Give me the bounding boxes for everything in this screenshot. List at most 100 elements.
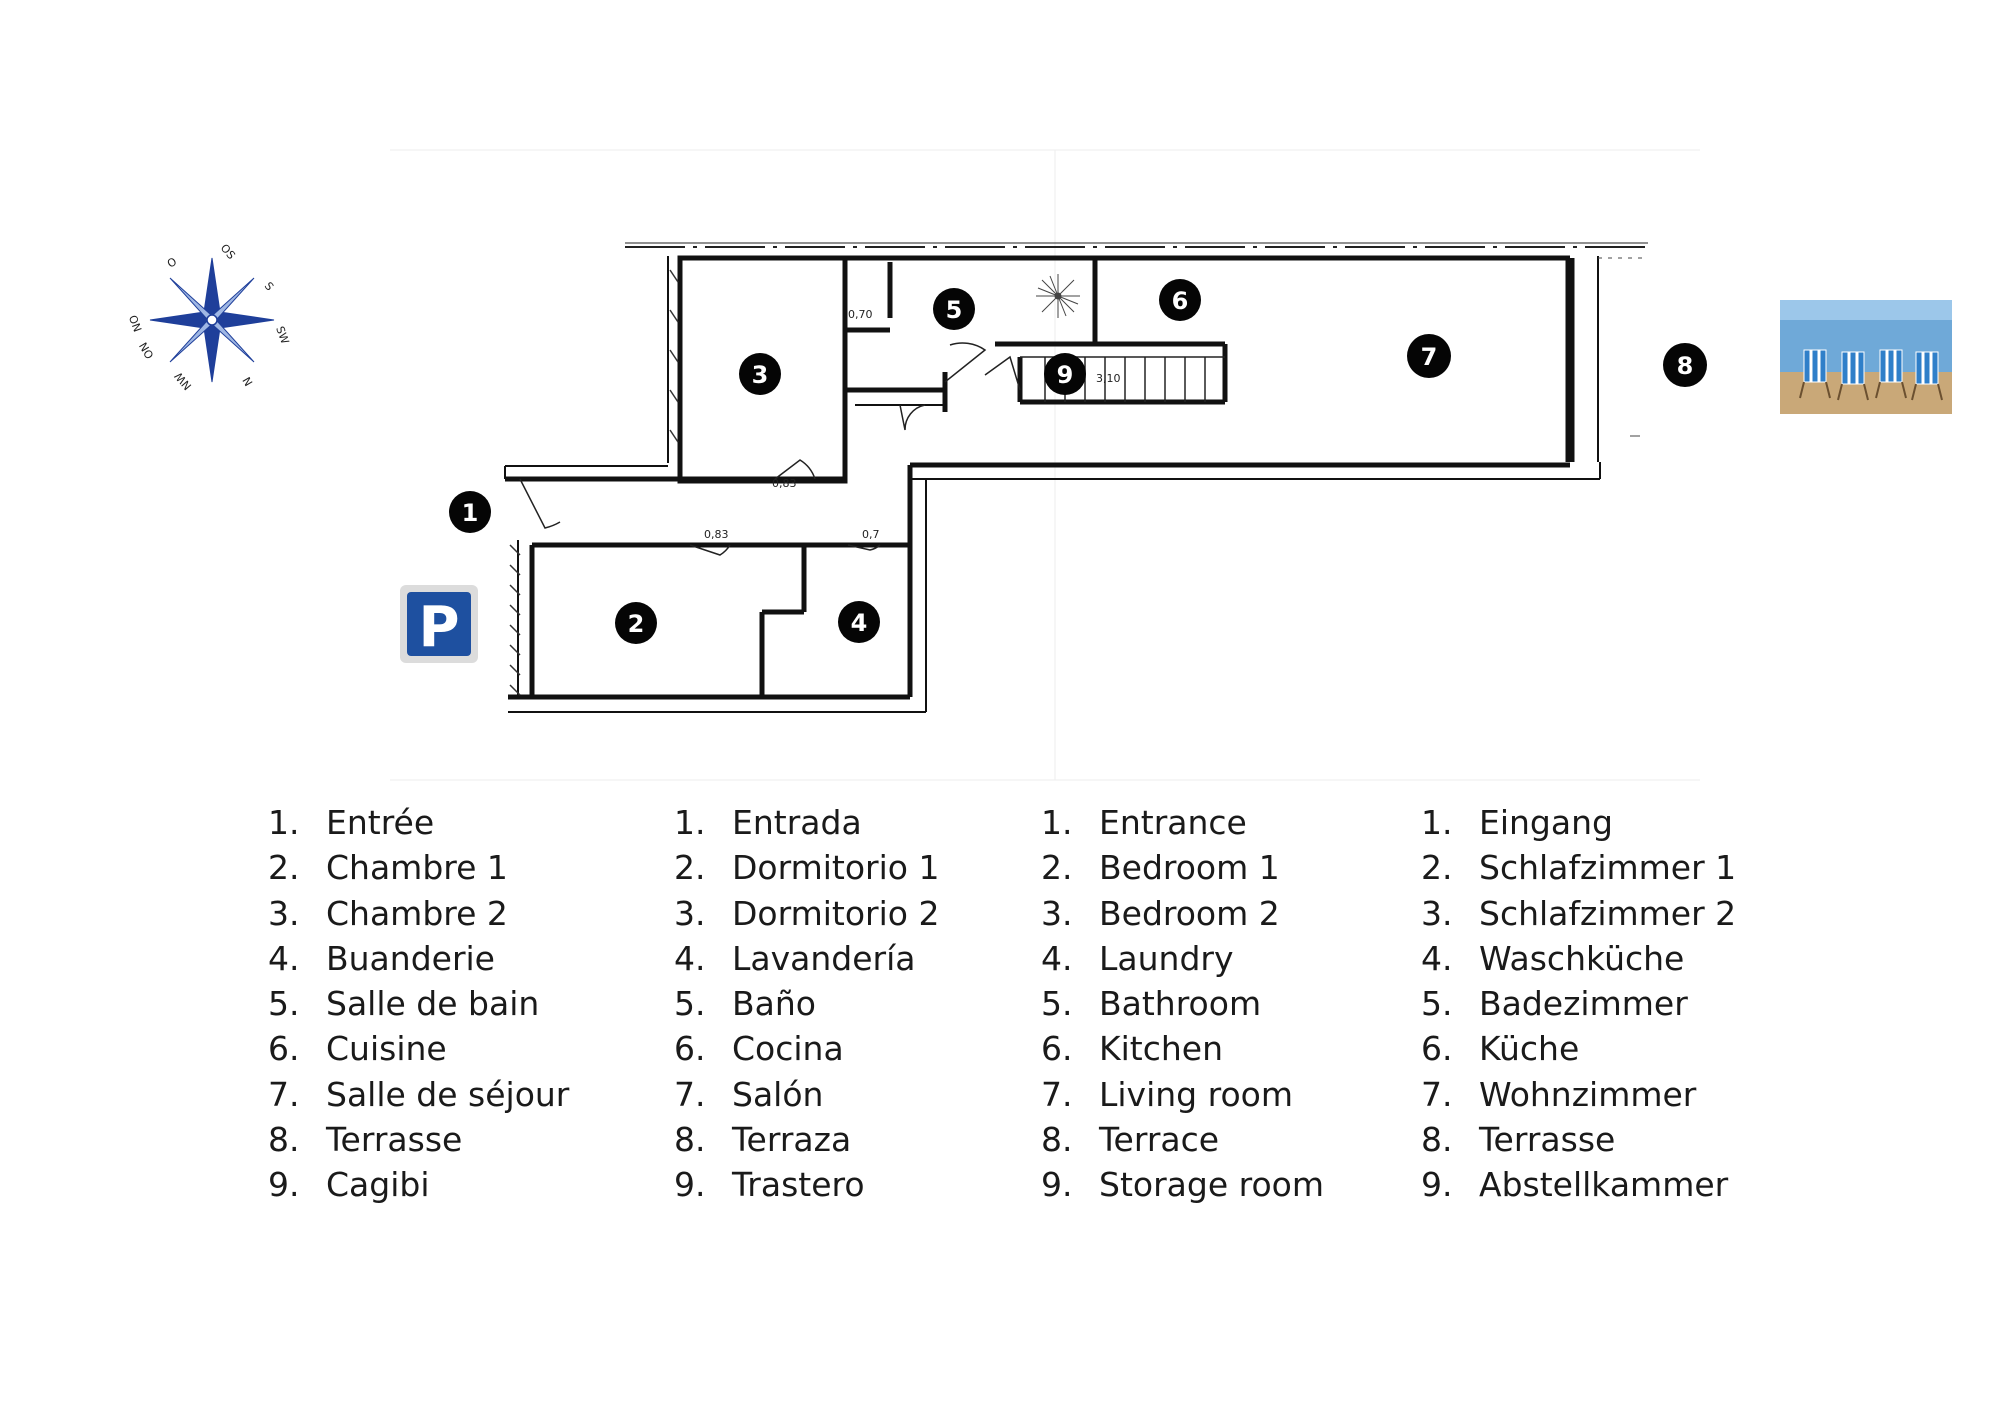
legend-item-number: 7. bbox=[674, 1074, 706, 1114]
legend-item: 7. Salle de séjour bbox=[268, 1072, 569, 1117]
legend-item-number: 3. bbox=[268, 893, 300, 933]
legend-item: 4. Lavandería bbox=[674, 936, 939, 981]
legend-item-label: Cocina bbox=[732, 1029, 844, 1069]
legend-item: 2.Schlafzimmer 1 bbox=[1421, 845, 1736, 890]
svg-text:5: 5 bbox=[946, 296, 963, 324]
legend-item: 1.Entrance bbox=[1041, 800, 1324, 845]
legend-item: 9.Abstellkammer bbox=[1421, 1162, 1736, 1207]
dimension-label: 0,83 bbox=[772, 477, 797, 490]
legend-item-label: Terrasse bbox=[1479, 1120, 1616, 1160]
legend-item: 5.Bathroom bbox=[1041, 981, 1324, 1026]
compass-label: O bbox=[165, 255, 179, 271]
legend-item-number: 8. bbox=[1421, 1120, 1453, 1160]
svg-text:8: 8 bbox=[1677, 352, 1694, 380]
room-marker-6: 6 bbox=[1159, 279, 1201, 321]
compass-label: SW bbox=[273, 325, 291, 346]
legend-item-label: Buanderie bbox=[326, 938, 495, 978]
legend-item-label: Laundry bbox=[1099, 938, 1234, 978]
legend-item-label: Chambre 1 bbox=[326, 848, 508, 888]
legend-item-label: Schlafzimmer 1 bbox=[1479, 848, 1737, 888]
svg-text:9: 9 bbox=[1057, 361, 1074, 389]
legend-item-label: Terrace bbox=[1099, 1120, 1220, 1160]
legend-item: 9.Cagibi bbox=[268, 1162, 569, 1207]
svg-text:2: 2 bbox=[628, 610, 645, 638]
svg-text:7: 7 bbox=[1421, 343, 1438, 371]
legend-item-number: 4. bbox=[674, 938, 706, 978]
legend-item: 6.Cuisine bbox=[268, 1026, 569, 1071]
legend-item-label: Lavandería bbox=[732, 938, 916, 978]
compass-label: N bbox=[239, 375, 254, 389]
legend-item-label: Waschküche bbox=[1479, 938, 1685, 978]
legend-item-number: 6. bbox=[674, 1029, 706, 1069]
legend-item-number: 3. bbox=[1041, 893, 1073, 933]
room-marker-4: 4 bbox=[838, 601, 880, 643]
legend-item: 3.Dormitorio 2 bbox=[674, 891, 939, 936]
room-marker-1: 1 bbox=[449, 491, 491, 533]
legend-item-label: Living room bbox=[1099, 1074, 1293, 1114]
legend-item: 4. Laundry bbox=[1041, 936, 1324, 981]
legend-item-number: 3. bbox=[1421, 893, 1453, 933]
legend-item-label: Baño bbox=[732, 984, 816, 1024]
legend-item-label: Kitchen bbox=[1099, 1029, 1224, 1069]
legend-item-number: 1. bbox=[1421, 803, 1453, 842]
legend-item-label: Entrada bbox=[732, 803, 862, 842]
legend-item-label: Eingang bbox=[1479, 803, 1613, 842]
legend-item-number: 5. bbox=[268, 984, 300, 1024]
legend-item: 2. Bedroom 1 bbox=[1041, 845, 1324, 890]
svg-text:6: 6 bbox=[1172, 287, 1189, 315]
legend-item-label: Terrasse bbox=[326, 1120, 463, 1160]
room-marker-7: 7 bbox=[1407, 334, 1451, 378]
legend-item: 2. Chambre 1 bbox=[268, 845, 569, 890]
legend-item-label: Terraza bbox=[732, 1120, 852, 1160]
legend-item-number: 2. bbox=[268, 848, 300, 888]
legend-item: 7.Wohnzimmer bbox=[1421, 1072, 1736, 1117]
legend-item-number: 3. bbox=[674, 893, 706, 933]
legend-item: 3.Bedroom 2 bbox=[1041, 891, 1324, 936]
svg-text:P: P bbox=[418, 595, 459, 660]
legend-item-label: Salle de séjour bbox=[326, 1074, 570, 1114]
legend-item-number: 5. bbox=[1041, 984, 1073, 1024]
legend-item-number: 8. bbox=[1041, 1120, 1073, 1160]
dimension-label: 3,10 bbox=[1096, 372, 1121, 385]
svg-text:1: 1 bbox=[462, 499, 479, 527]
legend-item-number: 2. bbox=[1041, 848, 1073, 888]
legend-item-label: Chambre 2 bbox=[326, 893, 508, 933]
walls bbox=[504, 255, 1601, 713]
legend-item-number: 9. bbox=[1041, 1165, 1073, 1205]
legend-item-number: 1. bbox=[268, 803, 300, 842]
legend-item-label: Salle de bain bbox=[326, 984, 540, 1024]
legend-item-number: 6. bbox=[268, 1029, 300, 1069]
legend-item-label: Wohnzimmer bbox=[1479, 1074, 1697, 1114]
legend-item-number: 8. bbox=[674, 1120, 706, 1160]
parking-sign-icon: P bbox=[400, 585, 478, 663]
legend-item: 9.Trastero bbox=[674, 1162, 939, 1207]
compass-label: NW bbox=[172, 369, 194, 392]
legend-item: 3.Schlafzimmer 2 bbox=[1421, 891, 1736, 936]
legend-item: 4.Buanderie bbox=[268, 936, 569, 981]
room-marker-8: 8 bbox=[1663, 343, 1707, 387]
legend-item: 5.Baño bbox=[674, 981, 939, 1026]
legend-item-number: 1. bbox=[674, 803, 706, 842]
legend-item-label: Abstellkammer bbox=[1479, 1165, 1729, 1205]
beach-chairs-photo bbox=[1780, 300, 1952, 414]
legend-item-label: Salón bbox=[732, 1074, 824, 1114]
legend-item: 1.Entrée bbox=[268, 800, 569, 845]
legend-item: 8. Terrace bbox=[1041, 1117, 1324, 1162]
legend-item-label: Badezimmer bbox=[1479, 984, 1688, 1024]
legend-item-number: 6. bbox=[1041, 1029, 1073, 1069]
light-fixture-icon bbox=[1036, 274, 1080, 318]
legend-item-number: 7. bbox=[1041, 1074, 1073, 1114]
legend-item-number: 1. bbox=[1041, 803, 1073, 842]
legend-item-number: 7. bbox=[268, 1074, 300, 1114]
legend-item-number: 4. bbox=[1041, 938, 1073, 978]
legend-item: 2.Dormitorio 1 bbox=[674, 845, 939, 890]
legend-item-number: 5. bbox=[1421, 984, 1453, 1024]
legend-item-number: 8. bbox=[268, 1120, 300, 1160]
room-marker-5: 5 bbox=[933, 288, 975, 330]
legend-item: 5. Salle de bain bbox=[268, 981, 569, 1026]
legend-item-label: Bedroom 1 bbox=[1099, 848, 1280, 888]
